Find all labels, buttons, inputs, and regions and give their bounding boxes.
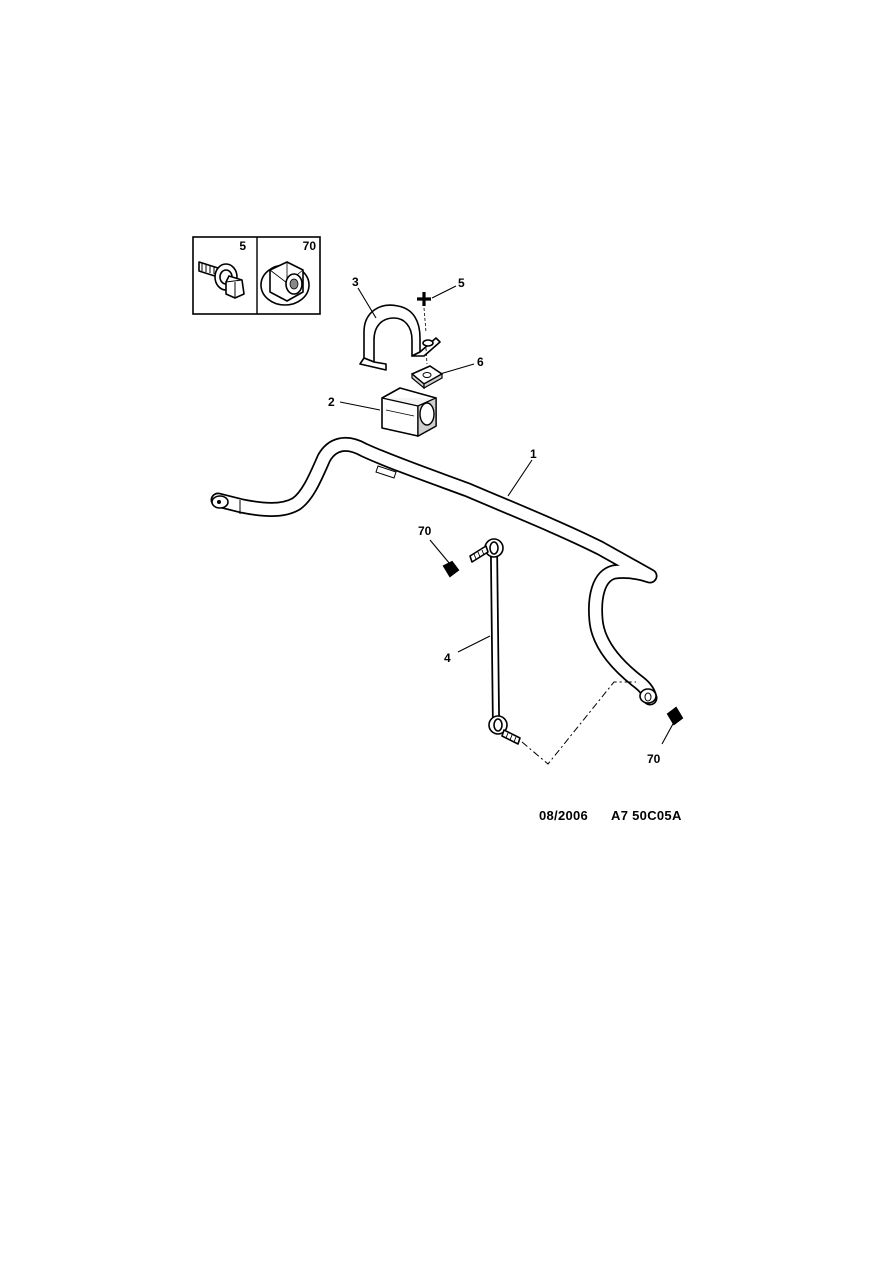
assembly-line	[521, 681, 636, 765]
drop-link	[469, 538, 521, 745]
callout-6: 6	[477, 355, 484, 369]
diagram-date: 08/2006	[539, 808, 588, 823]
anti-roll-bar	[210, 436, 658, 706]
parts-legend: 5 70	[192, 236, 321, 315]
callout-70-upper: 70	[418, 524, 432, 538]
callout-70-lower: 70	[647, 752, 661, 766]
screw-cross-icon	[417, 292, 431, 333]
callout-3: 3	[352, 275, 359, 289]
rubber-bush	[381, 387, 437, 438]
clamp-bracket	[359, 304, 441, 371]
mounting-plate	[411, 347, 443, 390]
nut-upper-icon	[442, 560, 460, 578]
callout-1: 1	[530, 447, 537, 461]
nut-lower-icon	[666, 706, 684, 726]
nut-icon	[260, 261, 310, 306]
callout-4: 4	[444, 651, 451, 665]
leader-lines	[339, 285, 675, 745]
legend-number-bolt: 5	[239, 239, 246, 253]
diagram-reference: A7 50C05A	[611, 808, 682, 823]
bolt-icon	[198, 261, 245, 299]
callout-5: 5	[458, 276, 465, 290]
legend-number-nut: 70	[303, 239, 317, 253]
callout-2: 2	[328, 395, 335, 409]
